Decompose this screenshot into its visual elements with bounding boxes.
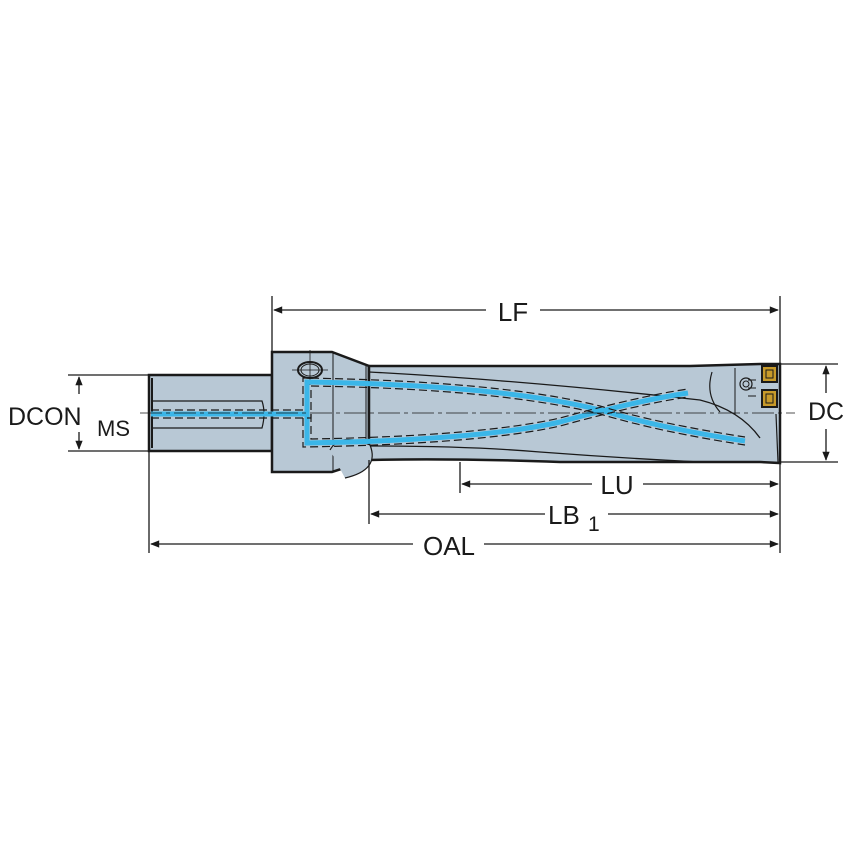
label-lf: LF xyxy=(498,297,528,327)
label-lu: LU xyxy=(600,470,633,500)
insert-inner xyxy=(761,389,778,408)
dimension-lb1: LB 1 xyxy=(370,500,779,536)
label-dcon-sub: MS xyxy=(97,416,130,441)
label-lb-sub: 1 xyxy=(588,513,600,536)
dimension-lu: LU xyxy=(461,470,779,500)
label-dc: DC xyxy=(808,398,844,426)
label-oal: OAL xyxy=(423,531,475,561)
label-dcon: DCON xyxy=(8,403,82,431)
insert-outer xyxy=(761,365,778,383)
label-lb: LB xyxy=(548,500,580,530)
extension-lines xyxy=(68,296,838,553)
dimension-oal: OAL xyxy=(150,531,779,561)
dimension-lf: LF xyxy=(273,297,779,327)
coolant-channels xyxy=(151,377,746,448)
dimension-dcon: DCON MS xyxy=(8,376,130,450)
dimension-dc: DC xyxy=(808,365,844,461)
